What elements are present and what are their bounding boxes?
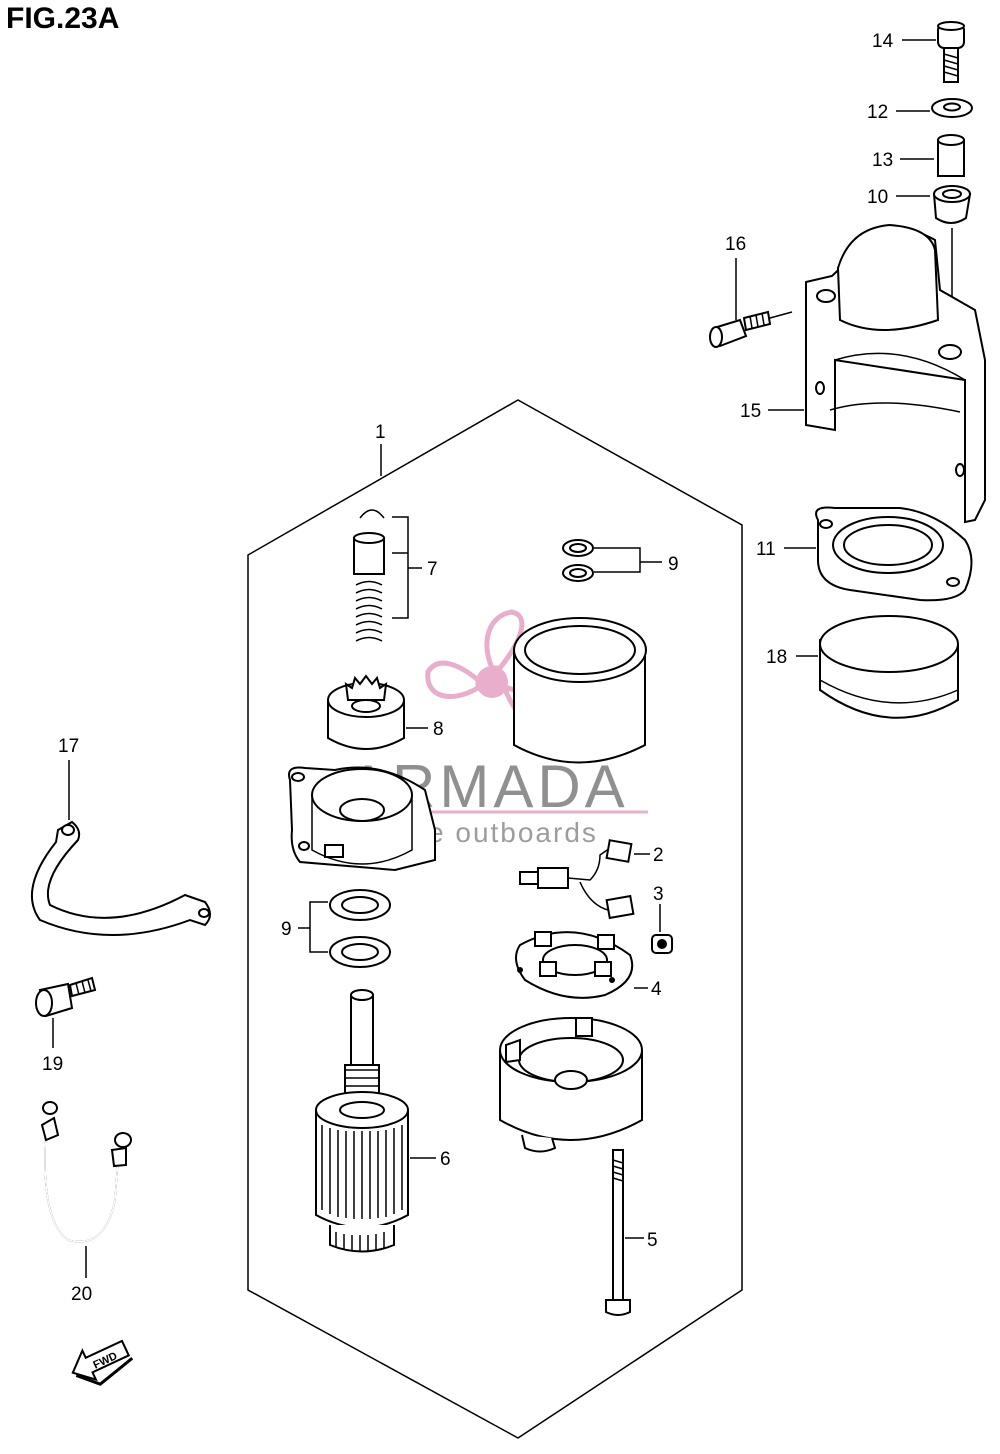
part-2-brush-lead: 2 — [519, 839, 664, 920]
part-14-screw: 14 — [872, 21, 965, 83]
part-label-13: 13 — [872, 150, 893, 171]
part-label-3: 3 — [653, 884, 664, 905]
part-8-pinion: 8 — [327, 674, 444, 750]
part-11-flange: 11 — [756, 506, 973, 602]
starter-assembly-outline — [247, 399, 743, 1439]
part-label-17: 17 — [58, 736, 79, 757]
part-13-collar: 13 — [872, 134, 965, 177]
part-5-through-bolt: 5 — [605, 1149, 658, 1316]
part-6-armature: 6 — [315, 989, 451, 1253]
figure-title: FIG.23A — [6, 2, 120, 35]
part-label-5: 5 — [647, 1230, 658, 1251]
part-16-bolt: 16 — [709, 234, 793, 348]
part-label-9-top: 9 — [668, 554, 679, 575]
part-12-washer: 12 — [867, 98, 973, 123]
part-label-16: 16 — [725, 234, 746, 255]
part-9-washers-left: 9 — [281, 889, 391, 968]
part-label-10: 10 — [867, 187, 888, 208]
part-7-spring-set: 7 — [353, 509, 438, 642]
part-1-label-group: 1 — [375, 422, 386, 476]
part-label-20: 20 — [71, 1284, 92, 1305]
part-label-6: 6 — [440, 1149, 451, 1170]
part-label-4: 4 — [651, 979, 662, 1000]
part-end-cover — [499, 1017, 643, 1153]
forward-arrow-icon: FWD — [71, 1339, 134, 1386]
part-18-band: 18 — [766, 615, 959, 719]
part-yoke — [513, 617, 647, 764]
part-label-7: 7 — [427, 559, 438, 580]
part-label-14: 14 — [872, 31, 894, 52]
part-label-15: 15 — [740, 401, 761, 422]
part-19-bolt: 19 — [35, 976, 97, 1075]
part-label-1: 1 — [375, 422, 386, 443]
part-label-19: 19 — [42, 1054, 63, 1075]
part-label-12: 12 — [867, 102, 888, 123]
part-17-clamp: 17 — [31, 736, 211, 936]
part-9-washers-top: 9 — [562, 539, 679, 582]
part-front-housing — [288, 766, 436, 872]
part-3-bearing: 3 — [651, 884, 673, 954]
part-label-9-left: 9 — [281, 919, 292, 940]
part-label-2: 2 — [653, 845, 664, 866]
part-label-18: 18 — [766, 647, 787, 668]
part-label-11: 11 — [756, 539, 776, 560]
part-15-bracket: 15 — [740, 223, 986, 524]
part-4-brush-holder: 4 — [515, 931, 662, 1000]
part-label-8: 8 — [433, 719, 444, 740]
part-20-lead-wire: 20 — [40, 1101, 132, 1305]
